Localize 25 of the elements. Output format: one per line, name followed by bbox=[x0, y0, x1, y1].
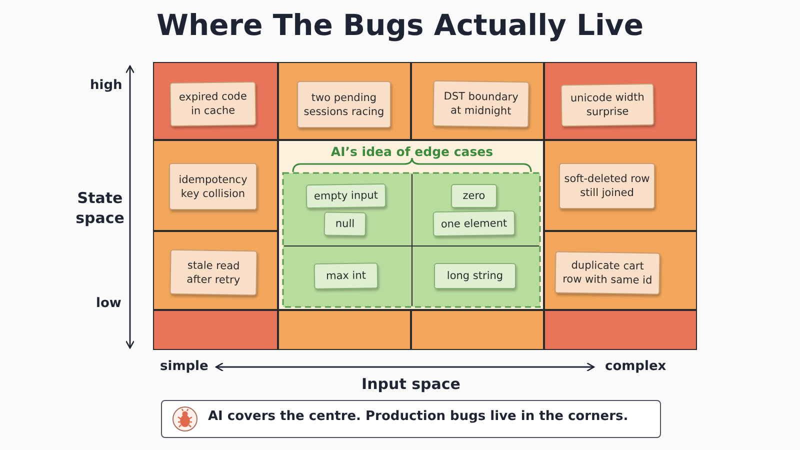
sticky-note: one element bbox=[432, 210, 516, 237]
sticky-note: long string bbox=[434, 263, 516, 289]
sticky-note: soft-deleted row still joined bbox=[559, 163, 655, 209]
axis-label: low bbox=[96, 296, 122, 311]
sticky-note: max int bbox=[314, 262, 378, 290]
axis-title: State space bbox=[74, 188, 126, 228]
sticky-note: idempotency key collision bbox=[169, 163, 257, 210]
sticky-note: zero bbox=[451, 184, 497, 208]
sticky-note: unicode width surprise bbox=[560, 83, 654, 127]
highlight-panel bbox=[278, 140, 544, 310]
axis-label: high bbox=[90, 78, 122, 93]
sticky-note: expired code in cache bbox=[170, 81, 256, 127]
sticky-note: two pending sessions racing bbox=[297, 81, 391, 128]
sticky-note: duplicate cart row with same id bbox=[554, 251, 660, 295]
panel-heading: AI’s idea of edge cases bbox=[330, 144, 494, 159]
sticky-note: null bbox=[324, 212, 366, 236]
sticky-note: stale read after retry bbox=[170, 249, 258, 296]
sticky-note: DST boundary at midnight bbox=[432, 80, 530, 128]
axis-label: simple bbox=[160, 359, 208, 374]
callout-text: AI covers the centre. Production bugs live in the corners. bbox=[208, 409, 628, 424]
callout-box bbox=[161, 400, 661, 438]
axis-label: complex bbox=[605, 359, 666, 374]
title: Where The Bugs Actually Live bbox=[155, 8, 644, 42]
axis-title: Input space bbox=[360, 374, 462, 394]
sticky-note: empty input bbox=[306, 183, 386, 209]
